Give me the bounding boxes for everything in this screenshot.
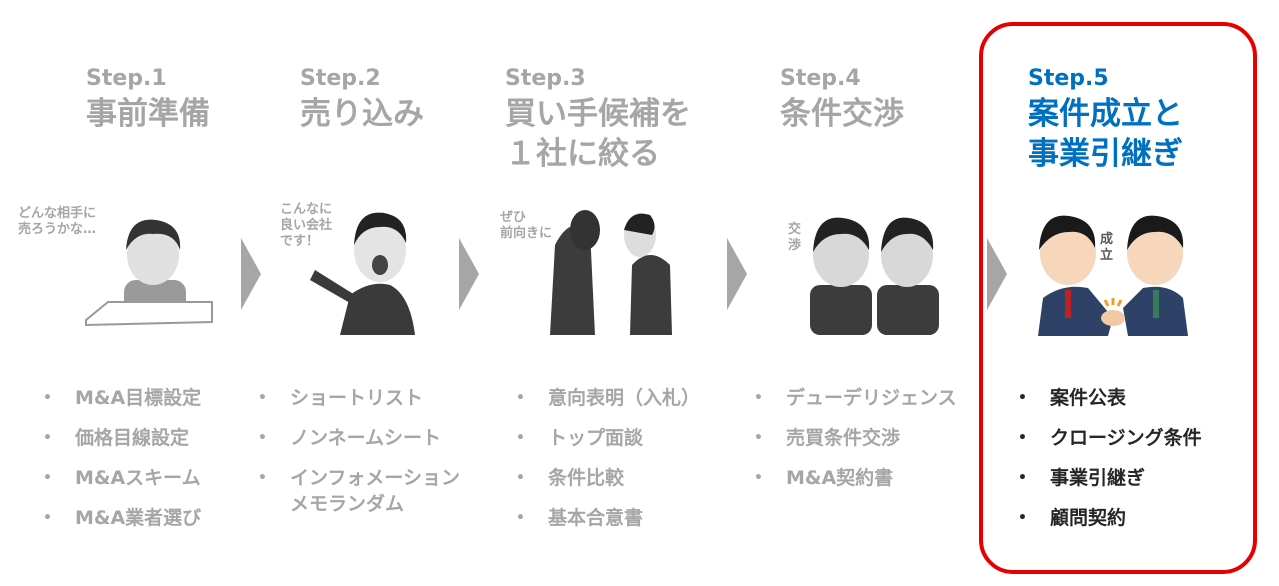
step-5-header: Step.5 案件成立と 事業引継ぎ xyxy=(1028,66,1183,174)
list-item: インフォメーション メモランダム xyxy=(258,458,460,517)
list-item: ショートリスト xyxy=(258,378,460,418)
step-3-header: Step.3 買い手候補を １社に絞る xyxy=(505,66,691,174)
step-title: 事前準備 xyxy=(86,96,210,132)
list-item: 意向表明（入札） xyxy=(516,378,700,418)
salesman-illustration xyxy=(310,212,415,335)
step-3-items: 意向表明（入札） トップ面談 条件比較 基本合意書 xyxy=(516,378,700,538)
speech-caption: 成 立 xyxy=(1100,232,1114,263)
chevron-right-icon xyxy=(727,238,747,310)
speech-caption: ぜひ 前向きに xyxy=(500,210,553,241)
list-item: 顧問契約 xyxy=(1018,498,1202,538)
list-item: トップ面談 xyxy=(516,418,700,458)
list-item: 基本合意書 xyxy=(516,498,700,538)
highlight-frame-step5 xyxy=(979,22,1257,574)
list-item: クロージング条件 xyxy=(1018,418,1202,458)
step-1-header: Step.1 事前準備 xyxy=(86,66,210,134)
step-5-items: 案件公表 クロージング条件 事業引継ぎ 顧問契約 xyxy=(1018,378,1202,538)
step-title: 条件交渉 xyxy=(780,96,904,132)
step-4-header: Step.4 条件交渉 xyxy=(780,66,904,134)
list-item: M&Aスキーム xyxy=(43,458,201,498)
negotiating-people-illustration xyxy=(810,217,939,335)
thinking-person-illustration xyxy=(85,219,213,327)
step-label: Step.3 xyxy=(505,66,586,91)
step-1-items: M&A目標設定 価格目線設定 M&Aスキーム M&A業者選び xyxy=(43,378,201,538)
list-item: 事業引継ぎ xyxy=(1018,458,1202,498)
list-item: 案件公表 xyxy=(1018,378,1202,418)
step-2-items: ショートリスト ノンネームシート インフォメーション メモランダム xyxy=(258,378,460,517)
step-label: Step.2 xyxy=(300,66,381,91)
chevron-right-icon xyxy=(241,238,261,310)
list-item: M&A目標設定 xyxy=(43,378,201,418)
chevron-right-icon xyxy=(987,238,1007,310)
step-label: Step.4 xyxy=(780,66,861,91)
step-label: Step.5 xyxy=(1028,66,1109,91)
handshake-illustration xyxy=(1038,215,1188,336)
list-item: 価格目線設定 xyxy=(43,418,201,458)
list-item: M&A業者選び xyxy=(43,498,201,538)
chevron-right-icon xyxy=(459,238,479,310)
bowing-people-illustration xyxy=(550,210,672,335)
step-2-header: Step.2 売り込み xyxy=(300,66,424,134)
step-title: 買い手候補を １社に絞る xyxy=(505,96,691,172)
speech-caption: 交 渉 xyxy=(788,222,802,253)
list-item: ノンネームシート xyxy=(258,418,460,458)
list-item: M&A契約書 xyxy=(754,458,957,498)
list-item: 売買条件交渉 xyxy=(754,418,957,458)
speech-caption: こんなに 良い会社 です！ xyxy=(280,202,333,249)
step-label: Step.1 xyxy=(86,66,167,91)
step-title: 売り込み xyxy=(300,96,424,132)
speech-caption: どんな相手に 売ろうかな… xyxy=(18,206,97,237)
step-title: 案件成立と 事業引継ぎ xyxy=(1028,96,1183,172)
step-4-items: デューデリジェンス 売買条件交渉 M&A契約書 xyxy=(754,378,957,498)
list-item: 条件比較 xyxy=(516,458,700,498)
list-item: デューデリジェンス xyxy=(754,378,957,418)
